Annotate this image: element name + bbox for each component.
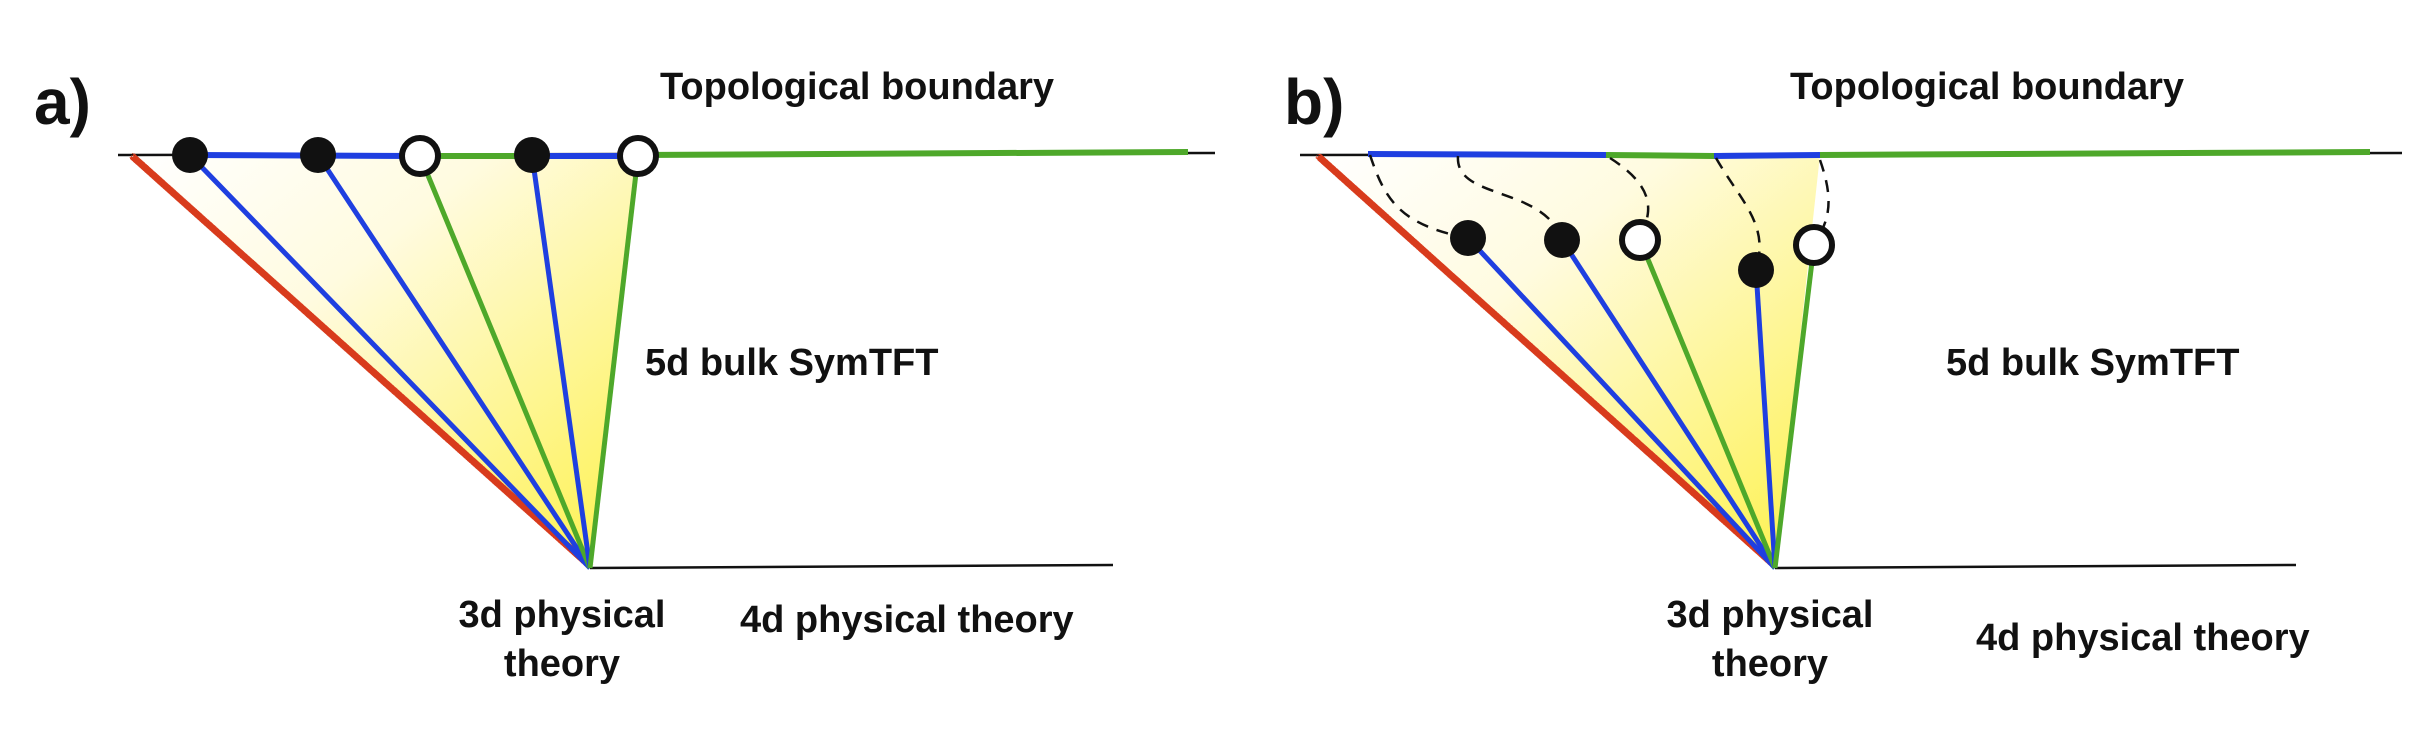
panel-b-wedge-fill [1318,155,1820,568]
panel-a-marker-filled [172,137,208,173]
panel-b-boundary-segment-blue [1713,152,1821,159]
panel-b: b) Topological boundary [1284,66,2403,685]
panel-b-apex-label-line2: theory [1712,643,1828,685]
panel-a-4d-line [589,563,1114,570]
panel-b-red-edge [1315,153,1778,569]
panel-a-bulk-label: 5d bulk SymTFT [645,342,938,384]
panel-b-marker-filled [1738,252,1774,288]
panel-b-boundary-segment-green [1605,152,1715,159]
panel-a-boundary-segment-green [637,149,1189,158]
panel-a-line-blue-1 [188,153,592,570]
panel-b-marker-open [1793,224,1835,266]
panel-a-apex-label-line2: theory [504,643,620,685]
panel-a-line-blue-2 [315,153,593,570]
panel-b-dashed-curve [1368,154,1469,240]
panel-b-right-label: 4d physical theory [1976,617,2310,659]
panel-a-wedge-fill [132,155,640,568]
panel-a-line-green-1 [417,155,593,569]
panel-a-marker-open [399,135,441,177]
panel-b-top-label: Topological boundary [1790,66,2184,108]
panel-b-line-blue-2 [1559,238,1778,570]
panel-a-marker-open [617,135,659,177]
panel-b-marker-filled [1544,222,1580,258]
panel-b-line-blue-3 [1753,269,1778,569]
panel-b-line-green-2 [1772,244,1817,569]
panel-a-marker-filled [300,137,336,173]
panel-b-dashed-curve [1812,159,1830,245]
panel-a-line-blue-3 [529,154,593,569]
panel-b-line-green-1 [1637,239,1778,569]
panel-b-line-blue-1 [1466,236,1777,570]
panel-a-right-label: 4d physical theory [740,599,1074,641]
panel-a-letter: a) [34,66,91,138]
panel-a-line-green-2 [587,155,641,569]
panel-b-4d-line [1774,563,2297,570]
panel-b-apex-label-line1: 3d physical [1667,594,1874,636]
panel-a-top-label: Topological boundary [660,66,1054,108]
panel-b-bulk-label: 5d bulk SymTFT [1946,342,2239,384]
panel-b-marker-open [1619,219,1661,261]
panel-a-red-edge [129,153,593,569]
panel-a: a) Topological boundary 5d bulk SymTFT 3… [34,66,1216,685]
panel-b-letter: b) [1284,66,1344,138]
panel-b-boundary-segment-blue [1367,151,1607,158]
panel-b-marker-filled [1450,220,1486,256]
panel-b-boundary-segment-green [1819,149,2371,158]
panel-a-marker-filled [514,137,550,173]
panel-a-apex-label-line1: 3d physical [459,594,666,636]
